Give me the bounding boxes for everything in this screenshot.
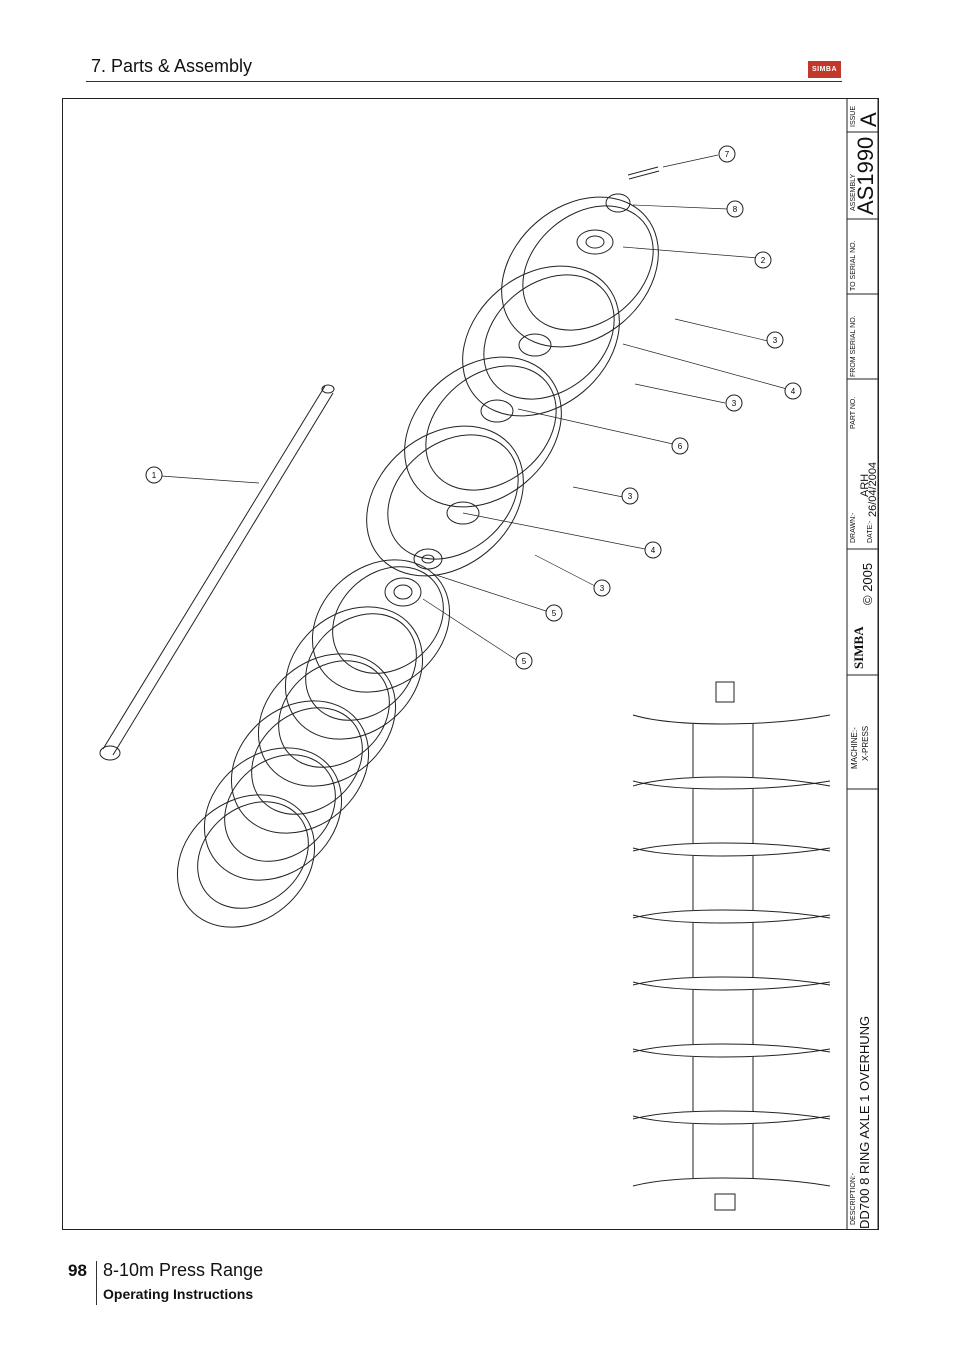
balloon-group: 1 2 3 3 3 3 4 4 5 5 6 7 8 <box>145 145 802 670</box>
assembled-section-view <box>632 681 831 1211</box>
svg-text:4: 4 <box>791 387 796 396</box>
exploded-rings <box>366 166 660 577</box>
title-block <box>846 99 878 1229</box>
svg-text:6: 6 <box>678 442 683 451</box>
assembly-number: AS1990 <box>853 136 878 215</box>
svg-text:5: 5 <box>522 657 527 666</box>
balloon-4b: 4 <box>644 541 662 559</box>
title-block-logo: SIMBA <box>851 626 866 669</box>
balloon-3a: 3 <box>766 331 784 349</box>
balloon-3c: 3 <box>621 487 639 505</box>
balloon-5b: 5 <box>515 652 533 670</box>
from-serial-label: FROM SERIAL NO. <box>850 315 857 377</box>
balloon-1: 1 <box>145 466 163 484</box>
svg-text:7: 7 <box>725 150 730 159</box>
machine-label: MACHINE:- <box>850 727 859 769</box>
simba-logo: SIMBA <box>808 61 841 78</box>
svg-text:5: 5 <box>552 609 557 618</box>
date-value: 26/04/2004 <box>867 461 879 517</box>
svg-text:1: 1 <box>152 471 157 480</box>
footer-title: 8-10m Press Range <box>103 1260 264 1280</box>
date-label: DATE:- <box>867 520 874 543</box>
svg-text:8: 8 <box>733 205 738 214</box>
ring-stack <box>176 548 451 928</box>
copyright: © 2005 <box>860 562 875 605</box>
to-serial-label: TO SERIAL NO. <box>850 240 857 291</box>
section-title: 7. Parts & Assembly <box>91 56 253 76</box>
page-number: 98 <box>68 1261 87 1280</box>
balloon-7: 7 <box>718 145 736 163</box>
header-divider <box>86 81 842 82</box>
balloon-3d: 3 <box>593 579 611 597</box>
part-no-label: PART NO. <box>850 396 857 429</box>
balloon-6: 6 <box>671 437 689 455</box>
description-label: DESCRIPTION:- <box>850 1172 857 1225</box>
svg-text:4: 4 <box>651 546 656 555</box>
description-value: DD700 8 RING AXLE 1 OVERHUNG <box>857 1015 872 1229</box>
balloon-3b: 3 <box>725 394 743 412</box>
balloon-2: 2 <box>754 251 772 269</box>
svg-text:3: 3 <box>732 399 737 408</box>
footer-subtitle: Operating Instructions <box>103 1286 254 1302</box>
svg-text:2: 2 <box>761 256 766 265</box>
balloon-5a: 5 <box>545 604 563 622</box>
drawing-sheet: 1 2 3 3 3 3 4 4 5 5 6 7 8 ISSUE A ASSEMB… <box>62 98 881 1230</box>
balloon-4a: 4 <box>784 382 802 400</box>
footer-divider <box>96 1261 97 1305</box>
drawn-label: DRAWN:- <box>850 512 857 543</box>
issue-value: A <box>856 112 881 127</box>
leader-lines <box>160 154 788 662</box>
svg-text:3: 3 <box>628 492 633 501</box>
exploded-assembly-drawing: 1 2 3 3 3 3 4 4 5 5 6 7 8 <box>99 99 878 1229</box>
machine-value: X-PRESS <box>861 725 870 761</box>
axle-shaft <box>99 384 335 761</box>
balloon-8: 8 <box>726 200 744 218</box>
svg-text:3: 3 <box>773 336 778 345</box>
svg-text:3: 3 <box>600 584 605 593</box>
